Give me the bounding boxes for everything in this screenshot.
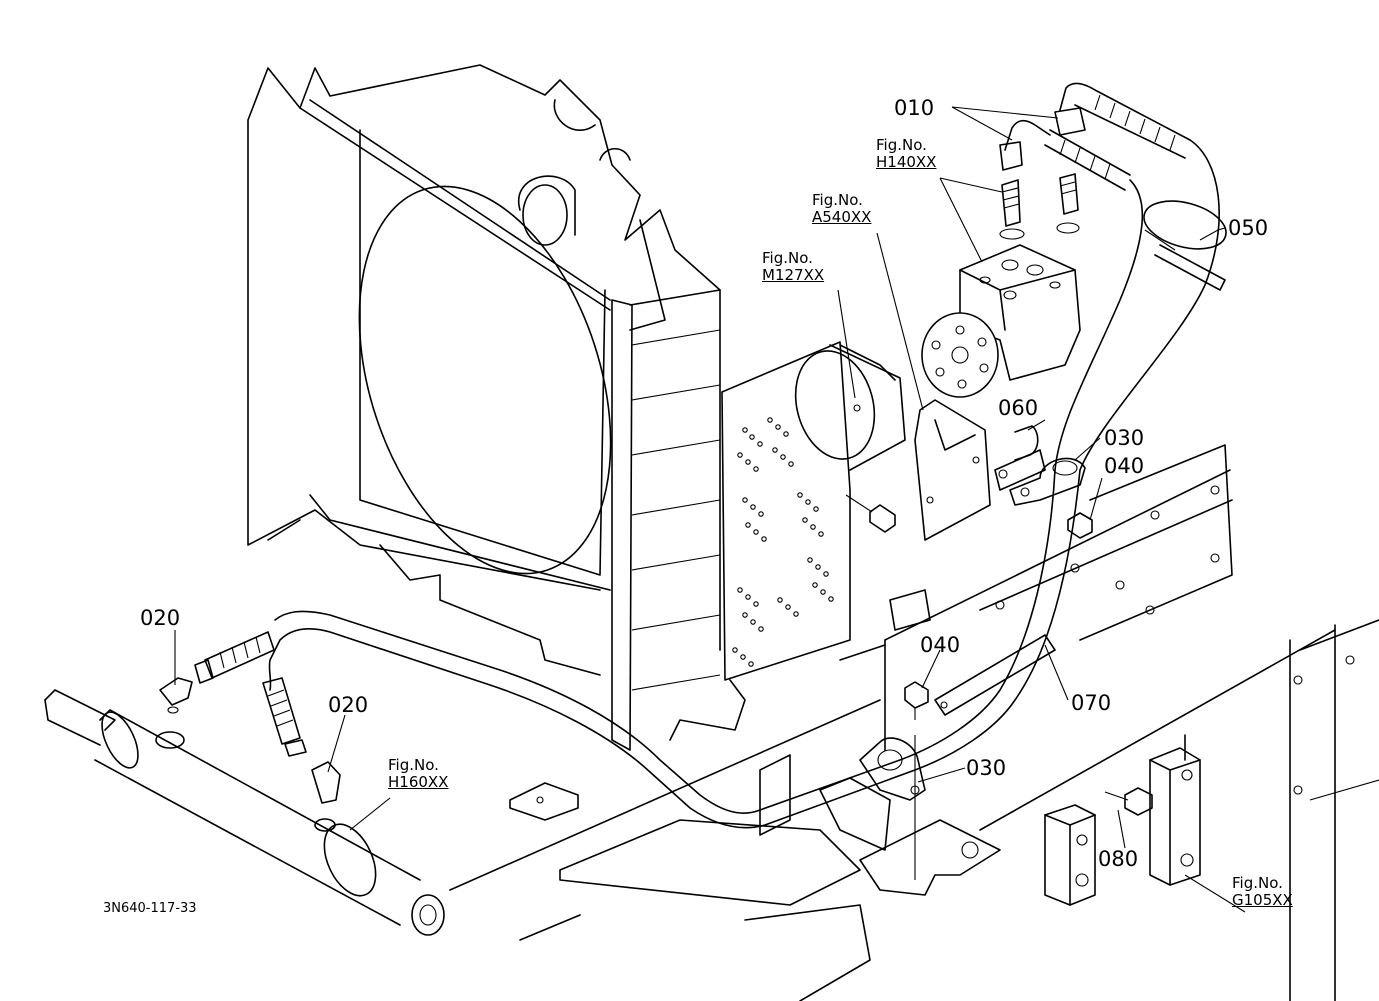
part-label-080: 080	[1098, 847, 1139, 871]
oil-cooler-plate	[669, 341, 906, 741]
radiator-shroud	[247, 64, 721, 751]
leader-lines	[174, 106, 1246, 913]
fig-ref-g105xx[interactable]: Fig.No. G105XX	[1232, 874, 1293, 910]
fig-ref-number: H140XX	[876, 153, 937, 172]
part-label-010: 010	[894, 96, 935, 120]
clamp-upper	[994, 425, 1093, 539]
part-label-030-lower: 030	[966, 756, 1007, 780]
mounting-bracket	[845, 399, 991, 541]
fig-ref-m127xx[interactable]: Fig.No. M127XX	[762, 249, 825, 285]
fig-ref-prefix: Fig.No.	[876, 136, 927, 154]
part-label-040-upper: 040	[1104, 454, 1145, 478]
fig-ref-number: A540XX	[812, 208, 872, 227]
part-label-060: 060	[998, 396, 1039, 420]
hose-pair-upper	[999, 82, 1220, 471]
fig-ref-h160xx[interactable]: Fig.No. H160XX	[388, 756, 449, 792]
fig-ref-prefix: Fig.No.	[762, 249, 813, 267]
hose-band	[1143, 200, 1227, 291]
part-label-050: 050	[1228, 216, 1269, 240]
fig-ref-prefix: Fig.No.	[388, 756, 439, 774]
fig-ref-number: G105XX	[1232, 891, 1293, 910]
fig-ref-number: M127XX	[762, 266, 825, 285]
drawing-code: 3N640-117-33	[103, 901, 197, 916]
part-label-070: 070	[1071, 691, 1112, 715]
tractor-frame	[449, 444, 1379, 1001]
fig-ref-number: H160XX	[388, 773, 449, 792]
part-label-020-left: 020	[140, 606, 181, 630]
fig-ref-h140xx[interactable]: Fig.No. H140XX	[876, 136, 937, 172]
part-label-030-upper: 030	[1104, 426, 1145, 450]
hose-lower	[194, 469, 1081, 829]
elbow-fittings	[159, 677, 341, 832]
fig-ref-a540xx[interactable]: Fig.No. A540XX	[812, 191, 872, 227]
steering-unit	[921, 173, 1081, 398]
fig-ref-prefix: Fig.No.	[812, 191, 863, 209]
part-label-020-right: 020	[328, 693, 369, 717]
clamp-lower	[859, 634, 1153, 816]
fig-ref-prefix: Fig.No.	[1232, 874, 1283, 892]
steering-cylinder	[44, 689, 445, 936]
part-label-040-lower: 040	[920, 633, 961, 657]
